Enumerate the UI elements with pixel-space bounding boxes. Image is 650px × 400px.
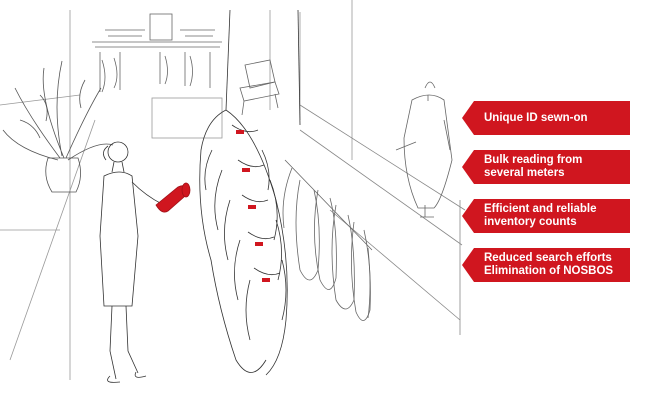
callout-line: Efficient and reliable: [484, 203, 597, 215]
potted-plant: [2, 60, 114, 193]
callout-text: Bulk reading from several meters: [484, 150, 628, 184]
callout-line: Bulk reading from: [484, 154, 583, 166]
back-shelf: [92, 13, 222, 93]
callout-shape: [462, 199, 630, 233]
callout-line: inventory counts: [484, 216, 577, 228]
callout-text: Unique ID sewn-on: [484, 101, 628, 135]
callout-shape: [462, 101, 630, 135]
callout-shape: [462, 150, 630, 184]
callout-inventory-counts: Efficient and reliable inventory counts: [462, 199, 630, 233]
callout-line: Elimination of NOSBOS: [484, 265, 614, 277]
callout-shape: [462, 248, 630, 282]
callout-line: Unique ID sewn-on: [484, 111, 588, 124]
callout-text: Reduced search efforts Elimination of NO…: [484, 248, 628, 282]
callout-line: Reduced search efforts: [484, 252, 612, 264]
clothing-rail: [282, 159, 373, 321]
callout-reduced-search: Reduced search efforts Elimination of NO…: [462, 248, 630, 282]
woman-with-reader: [99, 141, 163, 383]
storefront-window: [299, 104, 466, 335]
rfid-tags: [236, 130, 270, 282]
rfid-handheld-reader: [155, 182, 191, 213]
callout-line: several meters: [484, 167, 565, 179]
callout-text: Efficient and reliable inventory counts: [484, 199, 628, 233]
callout-bulk-reading: Bulk reading from several meters: [462, 150, 630, 184]
mannequin-sketch: [395, 81, 453, 218]
chair-sketch: [239, 59, 280, 116]
callout-unique-id: Unique ID sewn-on: [462, 101, 630, 135]
hanging-garments-rack: [199, 9, 301, 376]
